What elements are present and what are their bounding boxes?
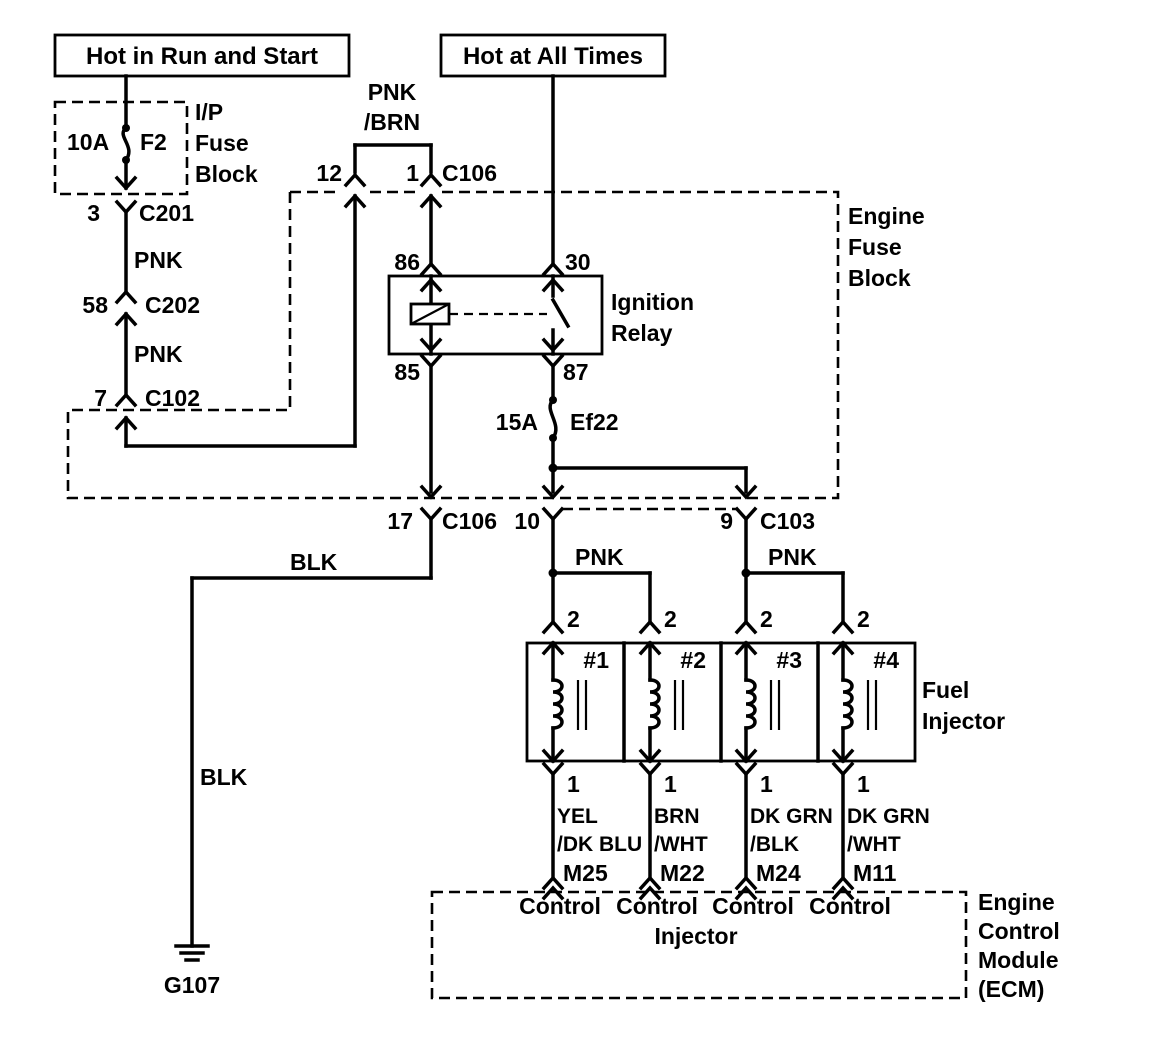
wire-pnk-brn-line1: PNK (368, 79, 417, 105)
injector-wire-color-line1: DK GRN (847, 805, 930, 828)
wire-pnk-brn-line2: /BRN (364, 109, 420, 135)
injector-coil-icon (841, 678, 854, 730)
injector-pin-top: 2 (567, 606, 580, 632)
ip-fuse-block-line3: Block (195, 161, 258, 187)
c103-name: C103 (760, 508, 815, 534)
relay-pin-85: 85 (394, 359, 420, 385)
injector-wire-color-line1: DK GRN (750, 805, 833, 828)
source-run-start-label: Hot in Run and Start (86, 43, 318, 70)
wire-blk-label-1: BLK (290, 549, 338, 575)
injector-coil-icon (744, 678, 757, 730)
engine-fuse-block-line2: Fuse (848, 234, 902, 260)
ecm-label-line3: Module (978, 947, 1059, 973)
source-hot-in-run-start: Hot in Run and Start (53, 33, 351, 78)
ecm-control-label: Control (519, 893, 601, 919)
injector-wire-color-line2: /WHT (654, 833, 708, 856)
wire-blk-label-2: BLK (200, 764, 248, 790)
injector-number: #1 (583, 647, 609, 673)
injector-number: #3 (776, 647, 802, 673)
wire-pnk-label-2: PNK (134, 341, 183, 367)
c106-bottom-pin-a: 17 (387, 508, 413, 534)
c202-name: C202 (145, 292, 200, 318)
injector-coil-icon (648, 678, 661, 730)
wire-pnk-label-1: PNK (134, 247, 183, 273)
relay-label-line2: Relay (611, 320, 673, 346)
ecm-label-line4: (ECM) (978, 976, 1044, 1002)
wire-pnk-label-3: PNK (575, 544, 624, 570)
ip-fuse-block: I/P Fuse Block 10A F2 (53, 99, 258, 196)
injector-pin-bottom: 1 (857, 771, 870, 797)
ip-fuse-block-line2: Fuse (195, 130, 249, 156)
relay-switch-icon (550, 297, 571, 329)
ecm-pin-label: M25 (563, 860, 608, 886)
ground-label: G107 (164, 972, 220, 998)
c102-pin: 7 (94, 385, 107, 411)
c201-name: C201 (139, 200, 194, 226)
c106-bottom-name: C106 (442, 508, 497, 534)
ef22-rating: 15A (496, 409, 538, 435)
injector-wire-color-line1: BRN (654, 805, 700, 828)
fuse-ef22-icon (548, 396, 558, 442)
c201-pin: 3 (87, 200, 100, 226)
c106-top-pin-a: 12 (316, 160, 342, 186)
engine-fuse-block: Engine Fuse Block (66, 190, 925, 500)
injector-pin-top: 2 (857, 606, 870, 632)
source-hot-at-all-times: Hot at All Times (439, 33, 667, 78)
ecm-control-label: Control (712, 893, 794, 919)
engine-fuse-block-line3: Block (848, 265, 911, 291)
ecm-injector-label: Injector (654, 923, 737, 949)
c106-top-name: C106 (442, 160, 497, 186)
fuel-injector-label-line2: Injector (922, 708, 1005, 734)
injector-wire-color-line2: /BLK (750, 833, 799, 856)
relay-pin-87: 87 (563, 359, 589, 385)
relay-label-line1: Ignition (611, 289, 694, 315)
relay-pin-86: 86 (394, 249, 420, 275)
engine-fuse-block-line1: Engine (848, 203, 925, 229)
injector-pin-top: 2 (760, 606, 773, 632)
ground-icon (174, 944, 210, 962)
ip-fuse-rating: 10A (67, 129, 109, 155)
injector-pin-bottom: 1 (760, 771, 773, 797)
injector-number: #2 (680, 647, 706, 673)
ecm-block: Engine Control Module (ECM) Injector (430, 889, 1060, 1002)
ip-fuse-block-line1: I/P (195, 99, 223, 125)
injector-wire-color-line2: /DK BLU (557, 833, 642, 856)
injector-wire-color-line2: /WHT (847, 833, 901, 856)
injector-number: #4 (873, 647, 899, 673)
injector-pin-bottom: 1 (664, 771, 677, 797)
relay-pin-30: 30 (565, 249, 591, 275)
ignition-relay: Ignition Relay (387, 274, 694, 356)
ecm-control-label: Control (616, 893, 698, 919)
ef22-name: Ef22 (570, 409, 619, 435)
ip-fuse-name: F2 (140, 129, 167, 155)
c106-top-pin-b: 1 (406, 160, 419, 186)
ecm-pin-label: M24 (756, 860, 801, 886)
wire-pnk-label-4: PNK (768, 544, 817, 570)
ecm-control-label: Control (809, 893, 891, 919)
injector-pin-top: 2 (664, 606, 677, 632)
injector-wire-color-line1: YEL (557, 805, 598, 828)
injector-coil-icon (551, 678, 564, 730)
fuel-injector-label-line1: Fuel (922, 677, 969, 703)
source-all-times-label: Hot at All Times (463, 43, 643, 70)
c102-name: C102 (145, 385, 200, 411)
c106-bottom-pin-b: 10 (514, 508, 540, 534)
injector-pin-bottom: 1 (567, 771, 580, 797)
c202-pin: 58 (82, 292, 108, 318)
ecm-label-line1: Engine (978, 889, 1055, 915)
c103-pin: 9 (720, 508, 733, 534)
fuse-f2-icon (121, 124, 131, 164)
ecm-pin-label: M22 (660, 860, 705, 886)
ecm-pin-label: M11 (853, 860, 897, 886)
ecm-label-line2: Control (978, 918, 1060, 944)
